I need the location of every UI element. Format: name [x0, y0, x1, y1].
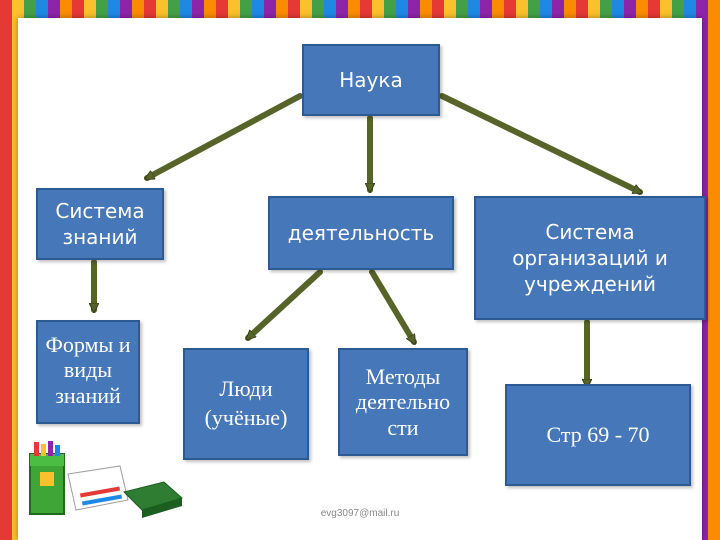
node-knowledge-system: Система знаний [36, 188, 164, 260]
node-pages: Стр 69 - 70 [505, 384, 691, 486]
arrow-activity-to-people [245, 269, 323, 341]
node-science: Наука [302, 44, 440, 116]
arrow-root-to-knowledge [147, 93, 303, 181]
footer-email: evg3097@mail.ru [320, 508, 400, 519]
node-people: Люди (учёные) [183, 348, 309, 460]
school-supplies-icon [29, 441, 184, 518]
node-organizations: Система организаций и учреждений [474, 196, 706, 320]
arrow-activity-to-methods [369, 269, 417, 342]
node-methods: Методы деятельно сти [338, 348, 468, 456]
node-activity: деятельность [268, 196, 454, 270]
node-forms-of-knowledge: Формы и виды знаний [36, 320, 140, 424]
arrow-root-to-organizations [439, 93, 640, 195]
